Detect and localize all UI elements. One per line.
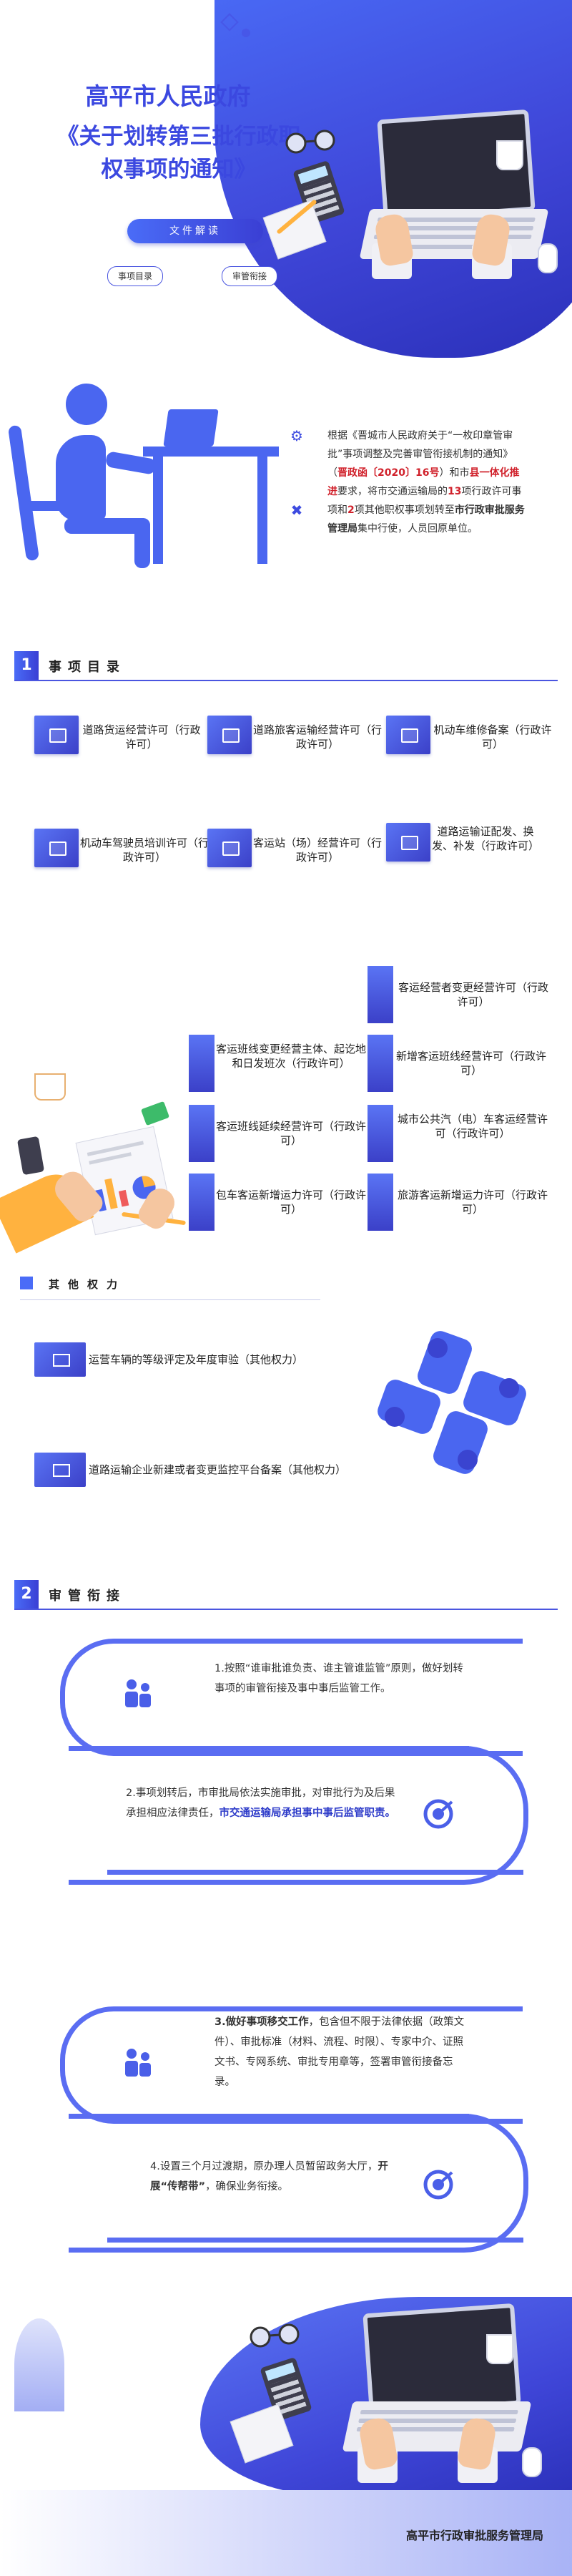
section-title-supervision: 审管衔接 <box>49 1589 126 1604</box>
supervision-step-3: 3.做好事项移交工作，包含但不限于法律依据（政策文件）、审批标准（材料、流程、时… <box>214 2016 465 2088</box>
other-item-vehicle-grading[interactable]: 运营车辆的等级评定及年度审验（其他权力） <box>89 1353 304 1366</box>
glasses-icon <box>279 129 343 155</box>
flow-connector <box>107 2238 523 2243</box>
coffee-cup-icon <box>486 2334 513 2364</box>
item-road-freight[interactable]: 道路货运经营许可（行政许可） <box>82 723 201 751</box>
item-vehicle-repair[interactable]: 机动车维修备案（行政许可） <box>433 723 552 751</box>
item-bar <box>189 1105 214 1162</box>
supervision-step-2: 2.事项划转后，市审批局依法实施审批，对审批行为及后果承担相应法律责任，市交通运… <box>126 1787 395 1819</box>
doc-interpretation-badge: 文件解读 <box>127 219 263 243</box>
decor-shape <box>14 2318 64 2411</box>
item-new-route[interactable]: 新增客运班线经营许可（行政许可） <box>396 1050 547 1077</box>
item-route-change[interactable]: 客运班线变更经营主体、起讫地和日发班次（行政许可） <box>216 1043 367 1070</box>
item-charter-capacity[interactable]: 包车客运新增运力许可（行政许可） <box>216 1189 367 1216</box>
gear-icon: ⚙ <box>290 427 303 444</box>
item-bar <box>189 1174 214 1231</box>
flow-connector <box>69 2114 469 2119</box>
supervision-step-4: 4.设置三个月过渡期，原办理人员暂留政务大厅，开展“传帮带”，确保业务衔接。 <box>150 2161 388 2192</box>
tab-supervision[interactable]: 审管衔接 <box>222 266 277 286</box>
intro-paragraph: 根据《晋城市人民政府关于“一枚印章管审批”事项调整及完善审管衔接机制的通知》（晋… <box>327 430 525 535</box>
tools-icon: ✖ <box>290 502 303 519</box>
coffee-cup-icon <box>496 140 523 170</box>
item-route-extension[interactable]: 客运班线延续经营许可（行政许可） <box>216 1120 367 1147</box>
section-number-1: 1 <box>14 651 39 680</box>
people-icon <box>122 1677 154 1710</box>
item-bar <box>368 1174 393 1231</box>
page-title-org: 高平市人民政府 <box>85 82 251 110</box>
mouse-icon <box>522 2447 542 2477</box>
item-transport-cert[interactable]: 道路运输证配发、换发、补发（行政许可） <box>432 825 540 852</box>
item-icon <box>386 716 430 754</box>
item-bar <box>368 1035 393 1092</box>
phone-icon <box>16 1136 45 1176</box>
item-icon <box>207 829 252 867</box>
item-bar <box>189 1035 214 1092</box>
page-title-line3: 权事项的通知》 <box>101 157 257 182</box>
subsection-divider <box>20 1299 320 1300</box>
footer-strip <box>0 2490 572 2576</box>
item-tourism-capacity[interactable]: 旅游客运新增运力许可（行政许可） <box>397 1189 548 1216</box>
page-title-line2: 《关于划转第三批行政职 <box>56 124 301 150</box>
supervision-step-1: 1.按照“谁审批谁负责、谁主管谁监管”原则，做好划转事项的审管衔接及事中事后监管… <box>214 1663 463 1694</box>
footer-org-name: 高平市行政审批服务管理局 <box>405 2529 543 2542</box>
item-bar <box>368 966 393 1023</box>
section-title-items: 事项目录 <box>49 660 126 675</box>
sticky-note <box>140 1101 170 1126</box>
item-bus-station[interactable]: 客运站（场）经营许可（行政许可） <box>253 836 383 864</box>
target-icon <box>422 1797 455 1830</box>
people-icon <box>122 2046 154 2079</box>
item-icon <box>386 823 430 862</box>
tab-item-catalog[interactable]: 事项目录 <box>107 266 163 286</box>
section-marker <box>20 1277 33 1289</box>
other-powers-title: 其他权力 <box>49 1278 127 1291</box>
item-operator-change[interactable]: 客运经营者变更经营许可（行政许可） <box>398 981 548 1008</box>
glasses-icon <box>243 2323 307 2348</box>
item-driver-training[interactable]: 机动车驾驶员培训许可（行政许可） <box>80 836 209 864</box>
flow-loop-3 <box>60 2006 523 2124</box>
section-number-2: 2 <box>14 1580 39 1609</box>
item-icon <box>207 716 252 754</box>
section-divider <box>14 1609 558 1610</box>
handshake-puzzle-icon <box>373 1327 532 1478</box>
item-icon <box>34 716 79 754</box>
flow-loop-1 <box>60 1639 523 1756</box>
flow-connector <box>69 1746 469 1751</box>
other-item-icon <box>34 1453 86 1487</box>
target-icon <box>422 2168 455 2201</box>
mouse-icon <box>538 243 558 273</box>
other-item-monitoring-platform[interactable]: 道路运输企业新建或者变更监控平台备案（其他权力） <box>89 1463 347 1476</box>
decor-dot <box>242 29 250 37</box>
item-passenger-transport[interactable]: 道路旅客运输经营许可（行政许可） <box>253 723 383 751</box>
item-icon <box>34 829 79 867</box>
item-bar <box>368 1105 393 1162</box>
flow-connector <box>107 1870 523 1875</box>
section-divider <box>14 680 558 681</box>
item-public-bus[interactable]: 城市公共汽（电）车客运经营许可（行政许可） <box>397 1113 548 1140</box>
page-title-doc: 《关于划转第三批行政职 权事项的通知》 <box>25 120 332 186</box>
other-item-icon <box>34 1342 86 1377</box>
coffee-cup-icon <box>34 1073 66 1101</box>
